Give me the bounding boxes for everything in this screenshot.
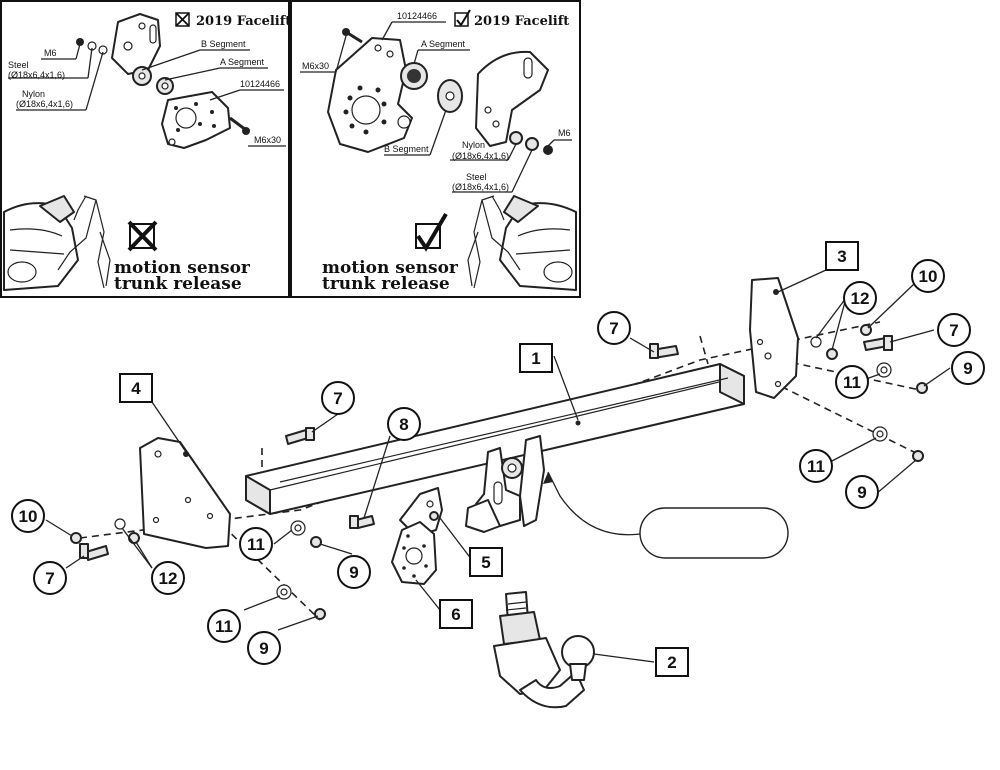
right-side-bracket: [749, 277, 799, 399]
callout-10-a: 10: [911, 259, 945, 293]
label-steel: Steel: [8, 60, 29, 70]
inset-left-heading: 2019 Facelift: [196, 14, 291, 29]
callout-9-d: 9: [247, 631, 281, 665]
callout-7-c: 7: [937, 313, 971, 347]
detachable-tow-ball: [493, 591, 595, 709]
svg-text:8: 8: [399, 415, 408, 434]
svg-text:4: 4: [131, 379, 141, 398]
svg-text:6: 6: [451, 605, 460, 624]
callout-10-b: 10: [11, 499, 45, 533]
svg-text:9: 9: [857, 483, 866, 502]
m6-nut: [76, 38, 84, 46]
callout-9-c: 9: [337, 555, 371, 589]
label-b-segment-right: B Segment: [384, 144, 429, 154]
blank-oval-label: [639, 507, 789, 559]
label-b-segment: B Segment: [201, 39, 246, 49]
callout-leaders: [45, 269, 951, 663]
callout-7-d: 7: [33, 561, 67, 595]
yes-mark-checkbox: [415, 212, 448, 252]
label-m6: M6: [44, 48, 57, 58]
main-crossbar: [245, 363, 745, 515]
label-nylon-spec: (Ø18x6,4x1,6): [16, 99, 73, 109]
svg-text:7: 7: [45, 569, 54, 588]
mounting-plate-part6: [391, 521, 437, 585]
svg-text:10: 10: [919, 267, 938, 286]
svg-text:11: 11: [807, 457, 825, 476]
label-part-no-right: 10124466: [397, 11, 437, 21]
person-kicking-illustration-right: [467, 195, 521, 289]
inset-panel-left: 2019 Facelift M6 Steel (Ø18x6,4x1,6) Nyl…: [0, 0, 291, 298]
svg-text:1: 1: [531, 349, 540, 368]
svg-text:3: 3: [837, 247, 846, 266]
svg-text:7: 7: [609, 319, 618, 338]
callout-9-a: 9: [951, 351, 985, 385]
label-steel-right: Steel: [466, 172, 487, 182]
rear-bracket-shape: [111, 13, 161, 75]
inset-left-feature-line2: trunk release: [114, 274, 242, 294]
callout-9-b: 9: [845, 475, 879, 509]
car-rear-illustration: [3, 195, 79, 291]
inset-panel-right: 2019 Facelift 10124466 A Segment M6x: [290, 0, 581, 298]
inset-right-heading: 2019 Facelift: [474, 14, 569, 29]
bolt-icons: [79, 335, 893, 561]
svg-text:11: 11: [843, 373, 861, 392]
plate-10124466-right: [327, 37, 413, 153]
center-mount-brackets: [465, 435, 545, 533]
svg-text:10: 10: [19, 507, 38, 526]
label-a-segment: A Segment: [220, 57, 265, 67]
label-m6-right: M6: [558, 128, 571, 138]
callout-11-c: 11: [239, 527, 273, 561]
callout-12-a: 12: [843, 281, 877, 315]
svg-text:12: 12: [851, 289, 870, 308]
svg-text:11: 11: [215, 617, 233, 636]
svg-text:9: 9: [963, 359, 972, 378]
inset-right-feature-line1: motion sensor: [322, 258, 459, 278]
inset-right-feature-line2: trunk release: [322, 274, 450, 294]
label-m6x30: M6x30: [254, 135, 281, 145]
callout-6: 6: [439, 599, 473, 629]
callout-12-b: 12: [151, 561, 185, 595]
svg-text:9: 9: [259, 639, 268, 658]
applicable-checkbox: [454, 9, 471, 27]
left-side-bracket: [139, 437, 231, 549]
callout-7-a: 7: [321, 381, 355, 415]
svg-text:5: 5: [481, 553, 490, 572]
svg-text:2: 2: [667, 653, 676, 672]
label-steel-spec: (Ø18x6,4x1,6): [8, 70, 65, 80]
callout-8: 8: [387, 407, 421, 441]
person-kicking-illustration: [57, 195, 111, 289]
nut-and-washer-icons: [70, 324, 928, 620]
label-steel-spec-right: (Ø18x6,4x1,6): [452, 182, 509, 192]
svg-text:12: 12: [159, 569, 178, 588]
label-nylon-spec-right: (Ø18x6,4x1,6): [452, 151, 509, 161]
callout-7-b: 7: [597, 311, 631, 345]
svg-text:9: 9: [349, 563, 358, 582]
oval-leader: [547, 471, 641, 536]
callout-1: 1: [519, 343, 553, 373]
label-nylon-right: Nylon: [462, 140, 485, 150]
callout-2: 2: [655, 647, 689, 677]
no-mark-checkbox: [127, 220, 158, 252]
inset-left-feature-line1: motion sensor: [114, 258, 251, 278]
label-part-no: 10124466: [240, 79, 280, 89]
not-applicable-checkbox: [175, 12, 190, 27]
callout-11-d: 11: [207, 609, 241, 643]
label-a-segment-right: A Segment: [421, 39, 466, 49]
svg-text:7: 7: [333, 389, 342, 408]
callout-3: 3: [825, 241, 859, 271]
car-rear-illustration-right: [499, 195, 577, 291]
callout-5: 5: [469, 547, 503, 577]
callout-4: 4: [119, 373, 153, 403]
label-m6x30-right: M6x30: [302, 61, 329, 71]
m6-nut-right: [543, 145, 553, 155]
label-nylon: Nylon: [22, 89, 45, 99]
svg-text:7: 7: [949, 321, 958, 340]
svg-text:11: 11: [247, 535, 265, 554]
callout-11-b: 11: [799, 449, 833, 483]
callout-11-a: 11: [835, 365, 869, 399]
sensor-bracket-part5: [399, 487, 443, 537]
